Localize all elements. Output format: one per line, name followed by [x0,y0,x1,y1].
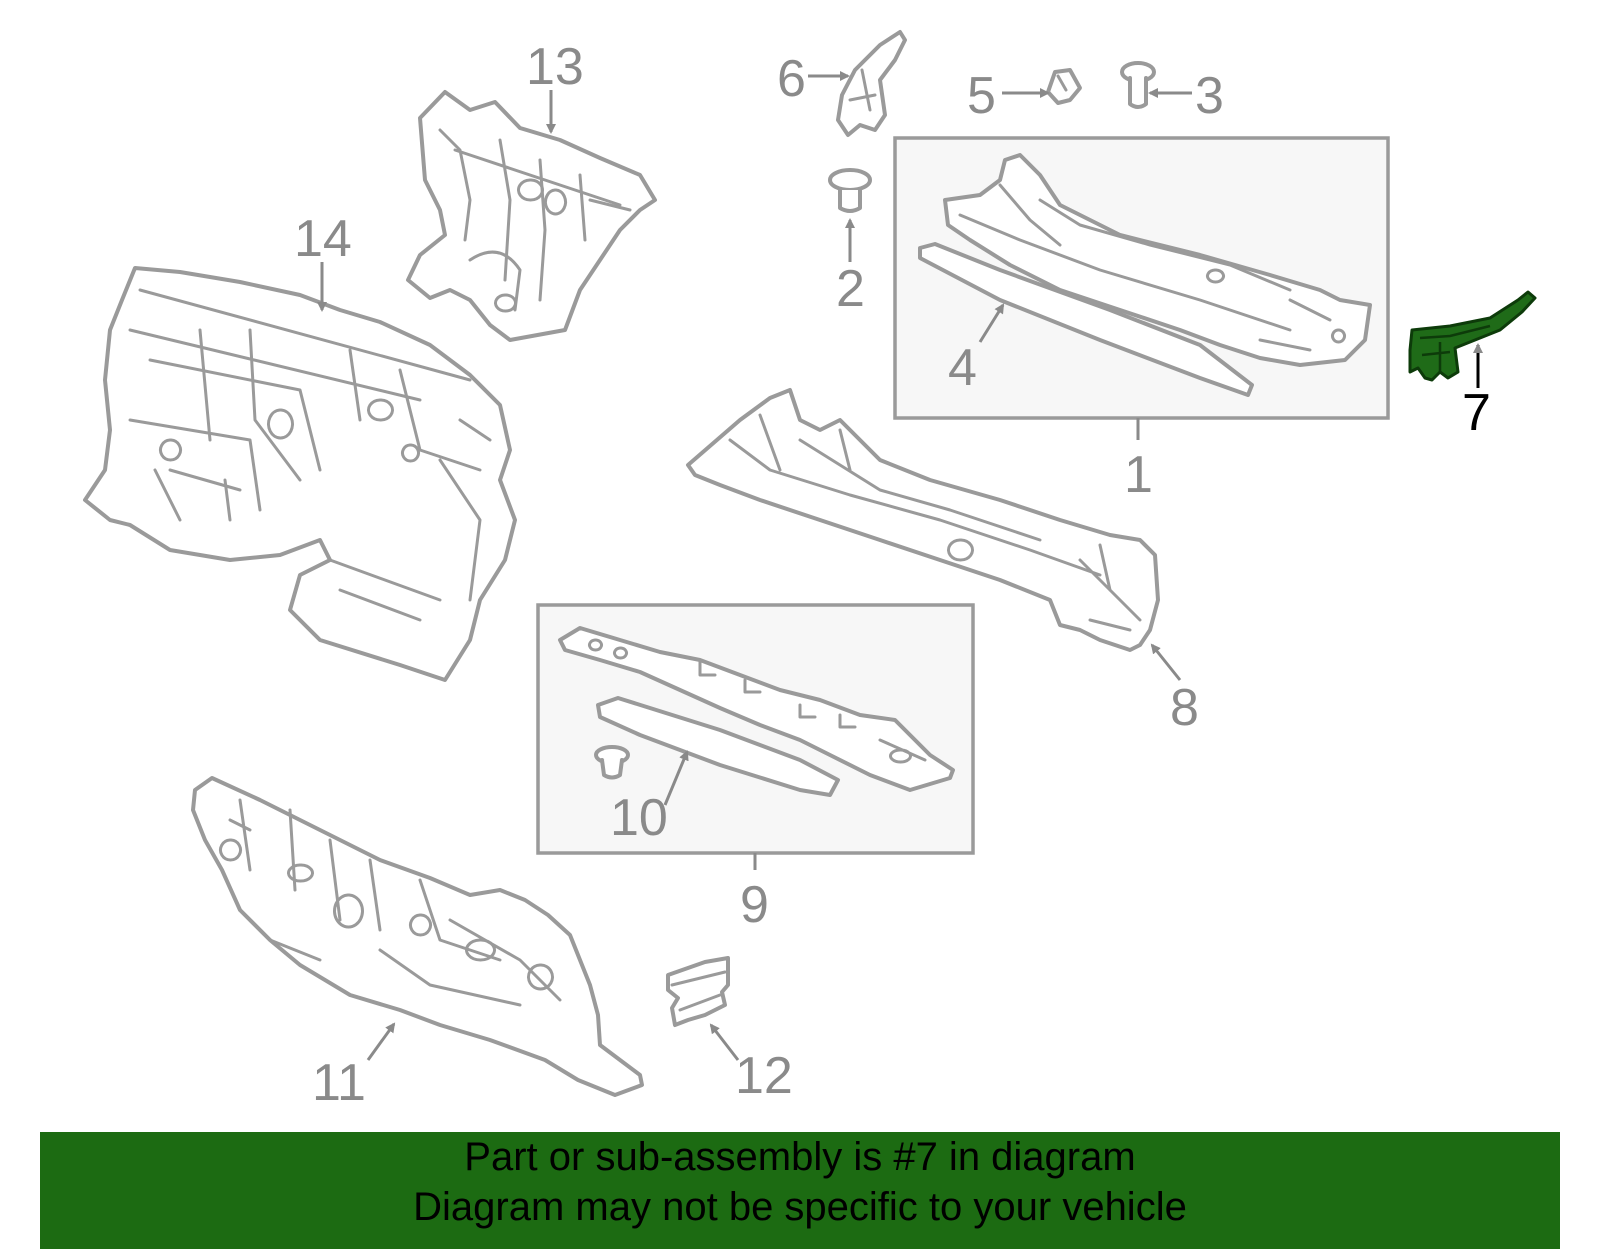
part-10-seal[interactable] [596,696,840,797]
callout-4: 4 [948,339,977,397]
banner-line-2: Diagram may not be specific to your vehi… [413,1185,1187,1229]
banner-line-1: Part or sub-assembly is #7 in diagram [464,1135,1136,1179]
part-9-reinforcement[interactable] [558,626,955,792]
part-14-dash-insulator[interactable] [83,266,517,682]
callout-7: 7 [1462,384,1491,442]
callout-9: 9 [740,876,769,934]
info-banner: Part or sub-assembly is #7 in diagram Di… [40,1132,1560,1249]
callout-2: 2 [836,260,865,318]
callout-6: 6 [777,50,806,108]
callout-8: 8 [1170,679,1199,737]
part-5-clip[interactable] [1046,68,1082,105]
callout-5: 5 [967,67,996,125]
part-4-seal[interactable] [918,242,1254,397]
callout-14: 14 [294,210,352,268]
callout-12: 12 [735,1047,793,1105]
callout-3: 3 [1195,67,1224,125]
part-13-dash-reinforcement[interactable] [406,90,657,342]
part-11-dash-panel[interactable] [191,776,644,1097]
part-3-push-pin[interactable] [1120,61,1156,109]
callout-labels: 13 14 6 5 3 2 4 1 7 8 10 9 11 12 [294,38,1491,1112]
part-8-cowl-panel[interactable] [686,388,1160,652]
callout-10: 10 [610,789,668,847]
callout-11: 11 [312,1054,366,1112]
callout-1: 1 [1124,446,1153,504]
part-10-clip[interactable] [594,745,630,780]
part-7-highlighted[interactable] [1408,290,1537,382]
part-6-bracket[interactable] [836,30,907,137]
part-12-bracket[interactable] [666,956,730,1027]
leader-lines [317,71,1483,1061]
part-2-push-pin[interactable] [828,168,872,213]
callout-13: 13 [526,38,584,96]
